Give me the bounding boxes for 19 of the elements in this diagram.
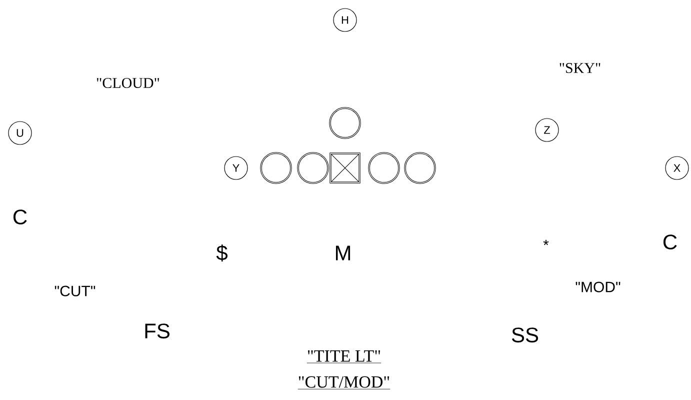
- play-title: "TITE LT": [306, 350, 382, 364]
- coverage-call: "SKY": [560, 62, 600, 74]
- defender-label: C: [664, 234, 677, 250]
- defender-label: M: [336, 246, 350, 260]
- lineman-circle: [368, 152, 400, 184]
- defender-label: FS: [145, 324, 170, 338]
- defender-label: SS: [512, 328, 538, 342]
- center-square: [330, 152, 360, 184]
- play-title: "CUT/MOD": [298, 376, 390, 390]
- coverage-call: "CLOUD": [96, 78, 160, 88]
- defender-label: $: [216, 244, 228, 262]
- coverage-call: "MOD": [576, 282, 620, 292]
- coverage-call: "CUT": [54, 286, 96, 296]
- lineman-circle: [297, 152, 329, 184]
- lineman-circle: [404, 152, 436, 184]
- lineman-circle: [260, 152, 292, 184]
- defender-label: C: [13, 210, 27, 224]
- lineman-circle: [329, 107, 361, 139]
- defender-label: *: [543, 240, 549, 246]
